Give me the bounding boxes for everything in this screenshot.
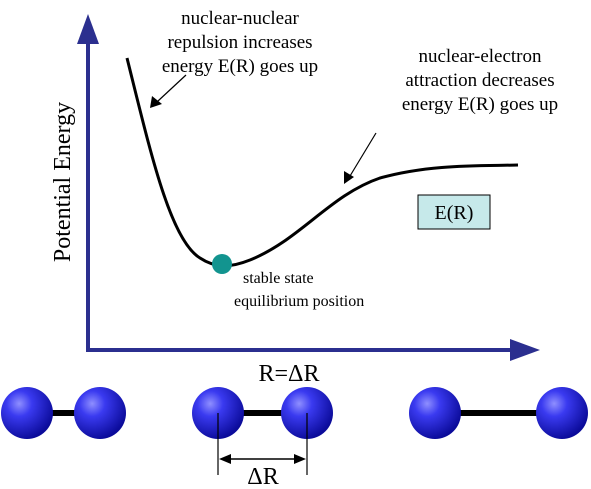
stable-line-1: stable state (243, 270, 314, 287)
repulsion-annotation: nuclear-nuclear repulsion increases ener… (162, 8, 318, 77)
repulsion-line-2: repulsion increases (167, 32, 312, 53)
attraction-line-3: energy E(R) goes up (402, 94, 558, 115)
stable-annotation: stable state equilibrium position (234, 270, 364, 310)
equilibrium-point (212, 254, 232, 274)
molecule-equilibrium-bond: ΔR (192, 387, 333, 489)
legend-box (417, 194, 491, 230)
atom (74, 387, 126, 439)
repulsion-line-1: nuclear-nuclear (181, 8, 299, 29)
potential-energy-curve (125, 57, 519, 268)
separation-label: ΔR (247, 464, 278, 489)
atom (409, 387, 461, 439)
x-axis-arrowhead (510, 339, 540, 361)
attraction-annotation: nuclear-electron attraction decreases en… (402, 46, 558, 115)
attraction-arrow (344, 132, 377, 184)
x-axis-label: R=ΔR (259, 361, 320, 387)
repulsion-line-3: energy E(R) goes up (162, 56, 318, 77)
legend-label: E(R) (435, 202, 474, 224)
y-axis-label: Potential Energy (50, 102, 76, 262)
stable-line-2: equilibrium position (234, 293, 364, 310)
molecule-short-bond (1, 387, 126, 439)
y-axis-arrowhead (77, 14, 99, 44)
atom (536, 387, 588, 439)
repulsion-arrow (150, 74, 187, 108)
curve-legend: E(R) (417, 194, 491, 230)
molecule-long-bond (409, 387, 588, 439)
attraction-line-1: nuclear-electron (418, 46, 542, 67)
axes (77, 14, 540, 361)
attraction-line-2: attraction decreases (405, 70, 554, 91)
atom (1, 387, 53, 439)
